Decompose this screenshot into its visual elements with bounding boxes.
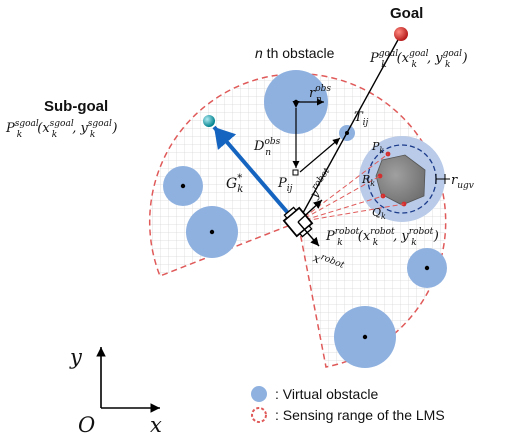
pij-label: Pij bbox=[277, 176, 293, 194]
ugv-r-label: Rk bbox=[361, 173, 375, 188]
pij-point bbox=[292, 169, 299, 176]
obstacle-title: n th obstacle bbox=[255, 45, 335, 61]
rugv-indicator bbox=[435, 174, 450, 184]
tij-label: Tij bbox=[354, 110, 369, 128]
subgoal-marker bbox=[203, 115, 215, 127]
origin-label: O bbox=[78, 413, 95, 434]
ugv-p-label: Pk bbox=[371, 140, 384, 155]
gk-arrow bbox=[212, 125, 296, 222]
legend-sensing-range-icon bbox=[251, 407, 267, 423]
legend-virtual-obstacle-icon bbox=[251, 386, 267, 402]
goal-marker bbox=[394, 27, 408, 41]
ugv-q-label: Qk bbox=[372, 206, 386, 221]
goal-line bbox=[297, 37, 400, 223]
sensing-rays bbox=[297, 153, 405, 223]
subgoal-title: Sub-goal bbox=[44, 98, 108, 115]
global-y-label: y bbox=[69, 345, 83, 369]
robot-x-axis bbox=[297, 221, 320, 247]
robot-y-axis bbox=[297, 199, 323, 223]
global-x-label: x bbox=[150, 413, 162, 434]
tij-arrow bbox=[299, 137, 341, 173]
goal-title: Goal bbox=[390, 5, 423, 22]
legend-sensing-range-text: : Sensing range of the LMS bbox=[275, 407, 445, 423]
rugv-label: rugv bbox=[451, 173, 474, 191]
gk-label: G*k bbox=[226, 173, 243, 195]
legend-virtual-obstacle-text: : Virtual obstacle bbox=[275, 386, 378, 402]
